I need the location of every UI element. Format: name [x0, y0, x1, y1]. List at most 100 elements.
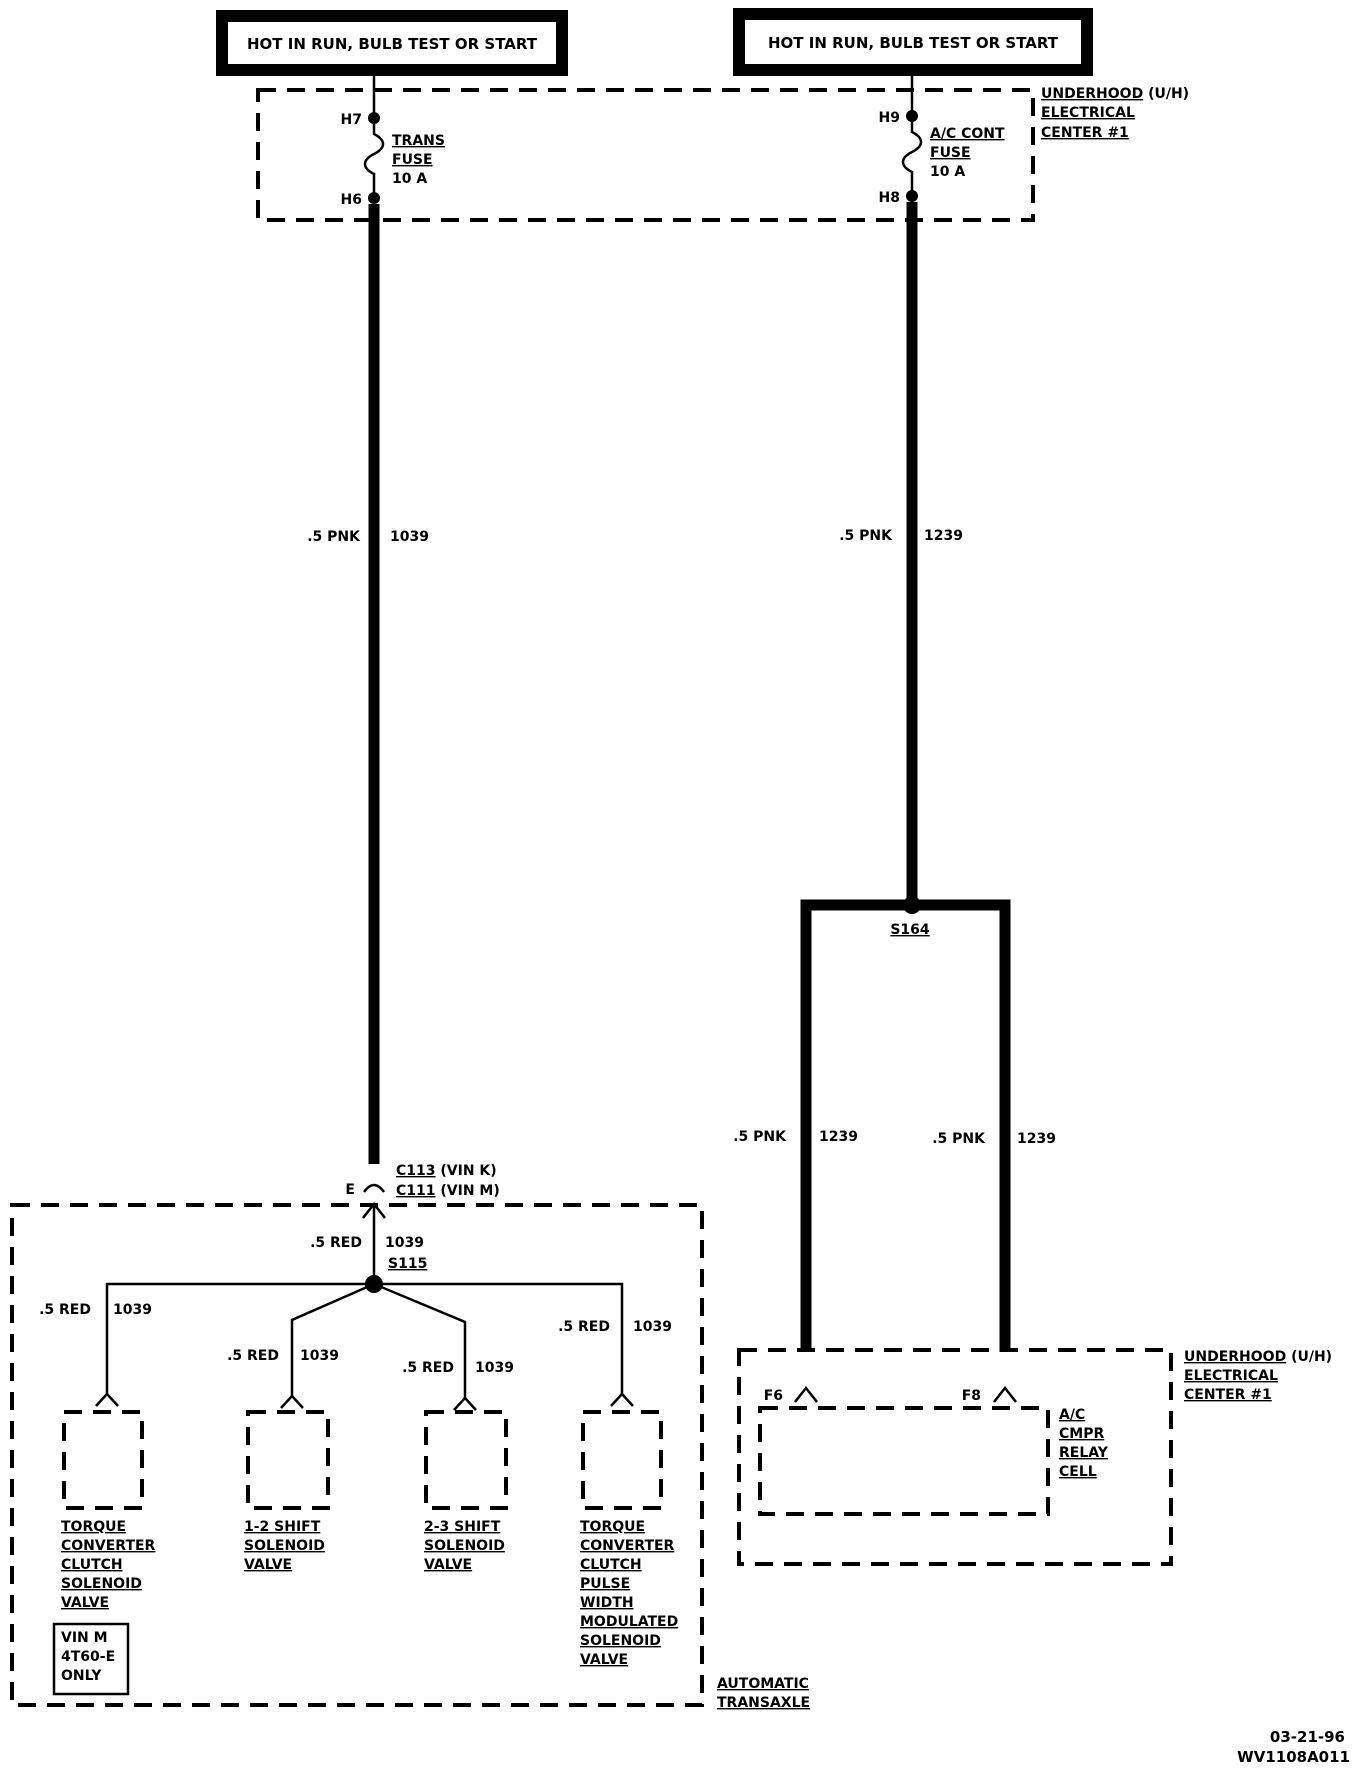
svg-text:SOLENOID: SOLENOID	[424, 1538, 505, 1554]
connector-c113-c111: E C113 (VIN K) C111 (VIN M)	[345, 1163, 500, 1230]
pin-h8: H8	[879, 190, 900, 206]
svg-text:FUSE: FUSE	[392, 152, 433, 168]
svg-text:FUSE: FUSE	[930, 145, 971, 161]
splice-s115-label: S115	[388, 1256, 427, 1272]
tcc-pwm-solenoid-box	[581, 1410, 663, 1510]
wire-1239-left-circuit: 1239	[819, 1129, 858, 1145]
terminal-tcc	[95, 1392, 119, 1407]
svg-text:CENTER #1: CENTER #1	[1184, 1387, 1272, 1403]
svg-text:AUTOMATIC: AUTOMATIC	[717, 1676, 809, 1692]
shift-12-solenoid-label: 1-2 SHIFT SOLENOID VALVE	[244, 1519, 325, 1573]
shift-23-solenoid-label: 2-3 SHIFT SOLENOID VALVE	[424, 1519, 505, 1573]
svg-text:CONVERTER: CONVERTER	[580, 1538, 675, 1554]
svg-text:UNDERHOOD (U/H): UNDERHOOD (U/H)	[1184, 1349, 1332, 1365]
vin-note-box: VIN M 4T60-E ONLY	[52, 1622, 130, 1696]
source-box-left: HOT IN RUN, BULB TEST OR START	[216, 10, 568, 76]
svg-text:2-3 SHIFT: 2-3 SHIFT	[424, 1519, 501, 1535]
uhec-bottom-box	[737, 1348, 1173, 1566]
trans-fuse-name: TRANS	[392, 133, 445, 149]
svg-text:C113 (VIN K): C113 (VIN K)	[396, 1163, 497, 1179]
branch-4-gauge: .5 RED	[558, 1319, 610, 1335]
tcc-solenoid-label: TORQUE CONVERTER CLUTCH SOLENOID VALVE	[61, 1519, 156, 1611]
terminal-12-shift	[280, 1394, 304, 1409]
svg-text:SOLENOID: SOLENOID	[61, 1576, 142, 1592]
shift-23-solenoid-box	[424, 1410, 508, 1510]
source-box-right: HOT IN RUN, BULB TEST OR START	[733, 8, 1093, 76]
svg-text:CLUTCH: CLUTCH	[580, 1557, 642, 1573]
svg-text:VALVE: VALVE	[424, 1557, 472, 1573]
wire-1239-right-circuit: 1239	[1017, 1131, 1056, 1147]
branch-3-gauge: .5 RED	[402, 1360, 454, 1376]
splice-s164	[903, 896, 921, 914]
svg-text:ONLY: ONLY	[61, 1668, 102, 1684]
svg-text:VIN M: VIN M	[61, 1630, 108, 1646]
wire-branch-2	[290, 1282, 375, 1396]
wire-1039-circuit: 1039	[390, 529, 429, 545]
branch-1-circuit: 1039	[113, 1302, 152, 1318]
svg-text:CMPR: CMPR	[1059, 1426, 1104, 1442]
trans-fuse: H7 H6 TRANS FUSE 10 A	[341, 112, 445, 208]
svg-text:PULSE: PULSE	[580, 1576, 630, 1592]
svg-text:10 A: 10 A	[930, 164, 965, 180]
fuse-symbol	[901, 122, 923, 196]
ac-fuse-name: A/C CONT	[930, 126, 1005, 142]
source-left-label: HOT IN RUN, BULB TEST OR START	[247, 35, 538, 53]
svg-text:WIDTH: WIDTH	[580, 1595, 634, 1611]
ac-cont-fuse: H9 H8 A/C CONT FUSE 10 A	[879, 110, 1005, 206]
svg-text:1-2 SHIFT: 1-2 SHIFT	[244, 1519, 321, 1535]
svg-text:CONVERTER: CONVERTER	[61, 1538, 156, 1554]
svg-text:CLUTCH: CLUTCH	[61, 1557, 123, 1573]
branch-2-gauge: .5 RED	[227, 1348, 279, 1364]
ac-cmpr-relay-cell-box	[758, 1406, 1050, 1516]
branch-1-gauge: .5 RED	[39, 1302, 91, 1318]
tcc-solenoid-box	[62, 1410, 144, 1510]
branch-4-circuit: 1039	[633, 1319, 672, 1335]
svg-text:4T60-E: 4T60-E	[61, 1649, 115, 1665]
automatic-transaxle-label: AUTOMATIC TRANSAXLE	[717, 1676, 810, 1711]
svg-text:TORQUE: TORQUE	[580, 1519, 645, 1535]
svg-text:CELL: CELL	[1059, 1464, 1097, 1480]
svg-text:VALVE: VALVE	[61, 1595, 109, 1611]
svg-text:RELAY: RELAY	[1059, 1445, 1109, 1461]
terminal-f8	[993, 1385, 1017, 1403]
svg-text:SOLENOID: SOLENOID	[244, 1538, 325, 1554]
pin-h6: H6	[341, 192, 362, 208]
uhec-bottom-label: UNDERHOOD (U/H) ELECTRICAL CENTER #1	[1184, 1349, 1332, 1403]
ac-cmpr-relay-cell-label: A/C CMPR RELAY CELL	[1059, 1407, 1109, 1480]
terminal-tcc-pwm	[610, 1392, 634, 1407]
svg-text:TRANSAXLE: TRANSAXLE	[717, 1695, 810, 1711]
tcc-pwm-solenoid-label: TORQUE CONVERTER CLUTCH PULSE WIDTH MODU…	[580, 1519, 678, 1668]
svg-text:TORQUE: TORQUE	[61, 1519, 126, 1535]
wire-1239-circuit: 1239	[924, 528, 963, 544]
svg-text:VALVE: VALVE	[244, 1557, 292, 1573]
pin-h9: H9	[879, 110, 900, 126]
svg-text:ELECTRICAL: ELECTRICAL	[1184, 1368, 1278, 1384]
uhec-top-box	[256, 88, 1035, 222]
terminal-23-shift	[453, 1396, 477, 1411]
branch-2-circuit: 1039	[300, 1348, 339, 1364]
svg-text:MODULATED: MODULATED	[580, 1614, 678, 1630]
svg-text:VALVE: VALVE	[580, 1652, 628, 1668]
wire-branch-1	[105, 1282, 374, 1394]
diagram-code: WV1108A011	[1237, 1748, 1350, 1766]
svg-text:10 A: 10 A	[392, 171, 427, 187]
shift-12-solenoid-box	[246, 1410, 330, 1510]
fuse-symbol	[363, 124, 385, 198]
wire-branch-3	[373, 1282, 467, 1398]
wire-1039-gauge: .5 PNK	[307, 529, 361, 545]
wire-1239-gauge: .5 PNK	[839, 528, 893, 544]
terminal-f6	[794, 1385, 818, 1403]
red-feed-circuit: 1039	[385, 1235, 424, 1251]
svg-text:SOLENOID: SOLENOID	[580, 1633, 661, 1649]
pin-f6: F6	[764, 1388, 783, 1404]
svg-text:C111 (VIN M): C111 (VIN M)	[396, 1183, 500, 1199]
diagram-date: 03-21-96	[1270, 1728, 1345, 1746]
wire-1239-left-gauge: .5 PNK	[733, 1129, 787, 1145]
wire-branch-4	[374, 1282, 624, 1394]
svg-text:UNDERHOOD (U/H): UNDERHOOD (U/H)	[1041, 86, 1189, 102]
branch-3-circuit: 1039	[475, 1360, 514, 1376]
splice-s164-label: S164	[890, 922, 930, 938]
svg-text:ELECTRICAL: ELECTRICAL	[1041, 105, 1135, 121]
connector-pin-e: E	[345, 1182, 355, 1198]
